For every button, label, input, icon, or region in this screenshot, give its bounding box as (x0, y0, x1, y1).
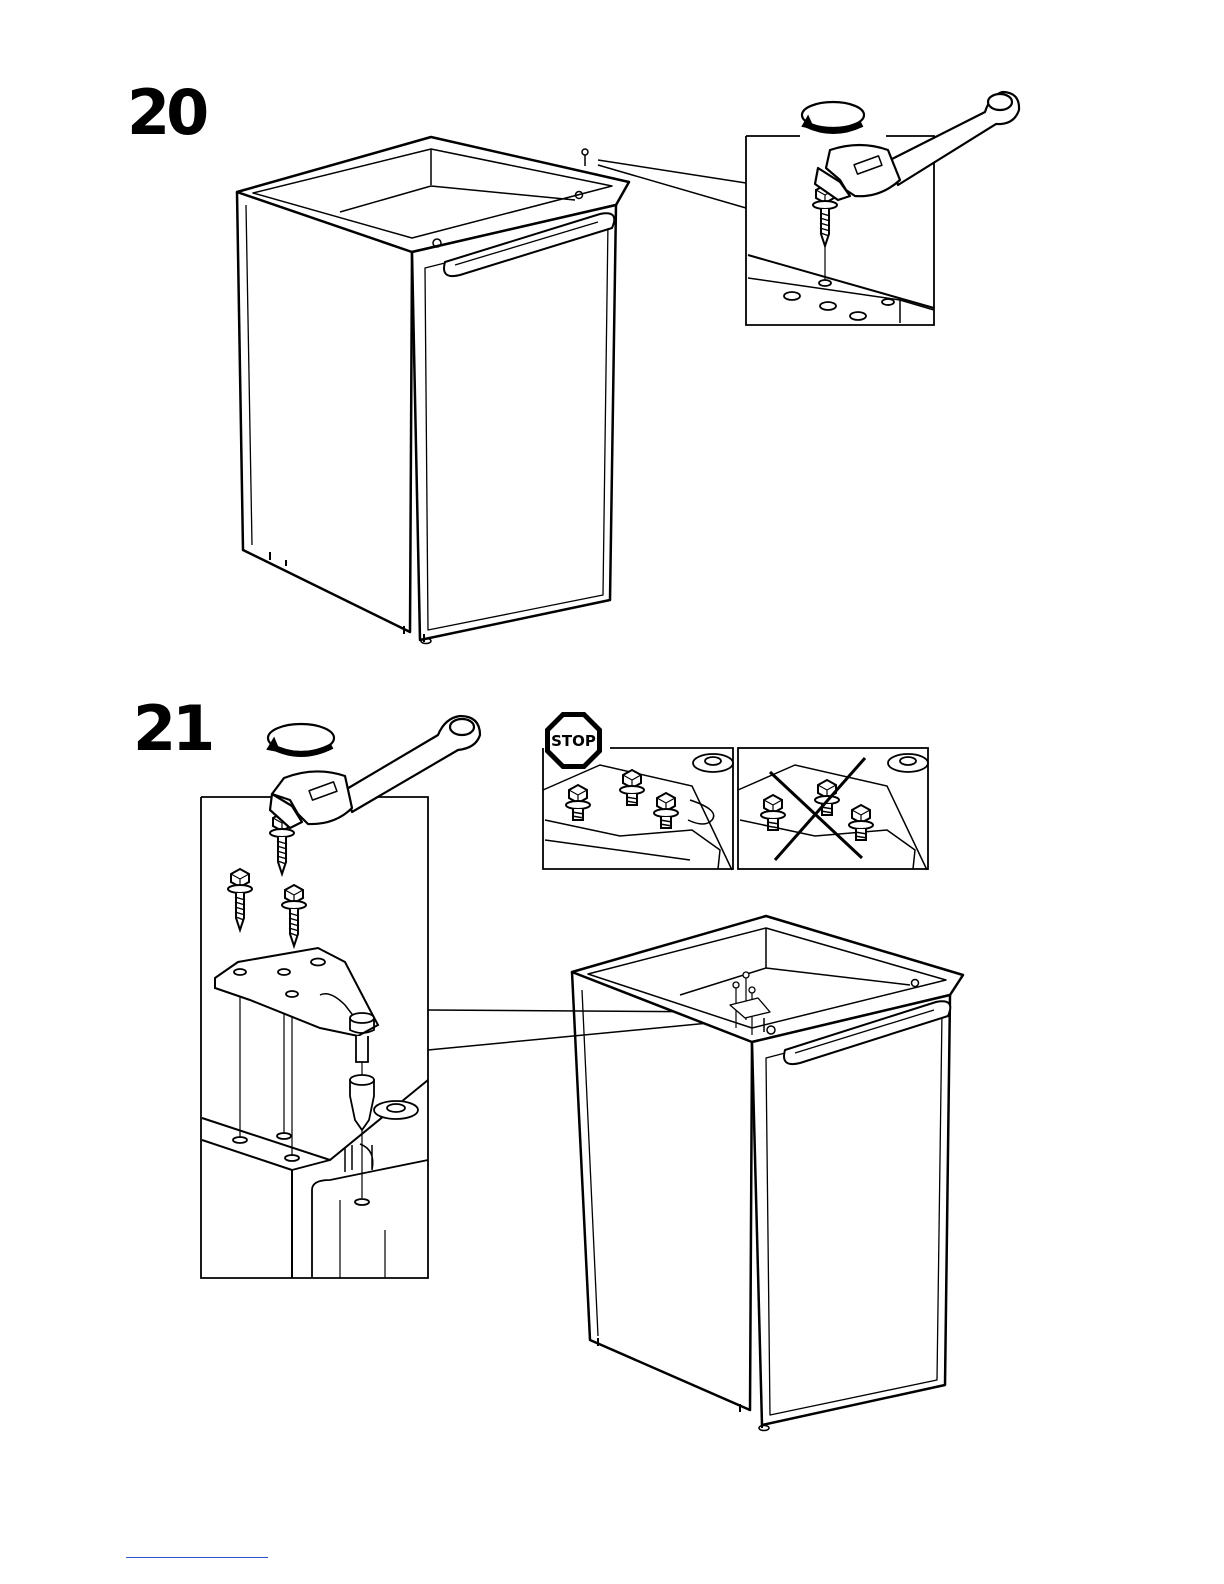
hex-screw-icon (654, 793, 678, 828)
stop-label: STOP (551, 732, 596, 750)
rotate-counterclockwise-icon (268, 724, 334, 754)
hex-screw-icon (620, 770, 644, 805)
detail-box-step21 (201, 797, 428, 1278)
stop-sign-icon: STOP (545, 712, 602, 769)
rotate-counterclockwise-icon (802, 102, 864, 131)
cabinet-step20 (237, 137, 629, 644)
hex-screw-icon (849, 805, 873, 840)
hex-screw-icon (228, 869, 252, 930)
hex-screw-icon (282, 885, 306, 946)
page-footer-rule (126, 1557, 268, 1558)
cabinet-step21 (572, 916, 963, 1431)
hex-screw-icon (566, 785, 590, 820)
cross-out-icon (770, 758, 865, 860)
